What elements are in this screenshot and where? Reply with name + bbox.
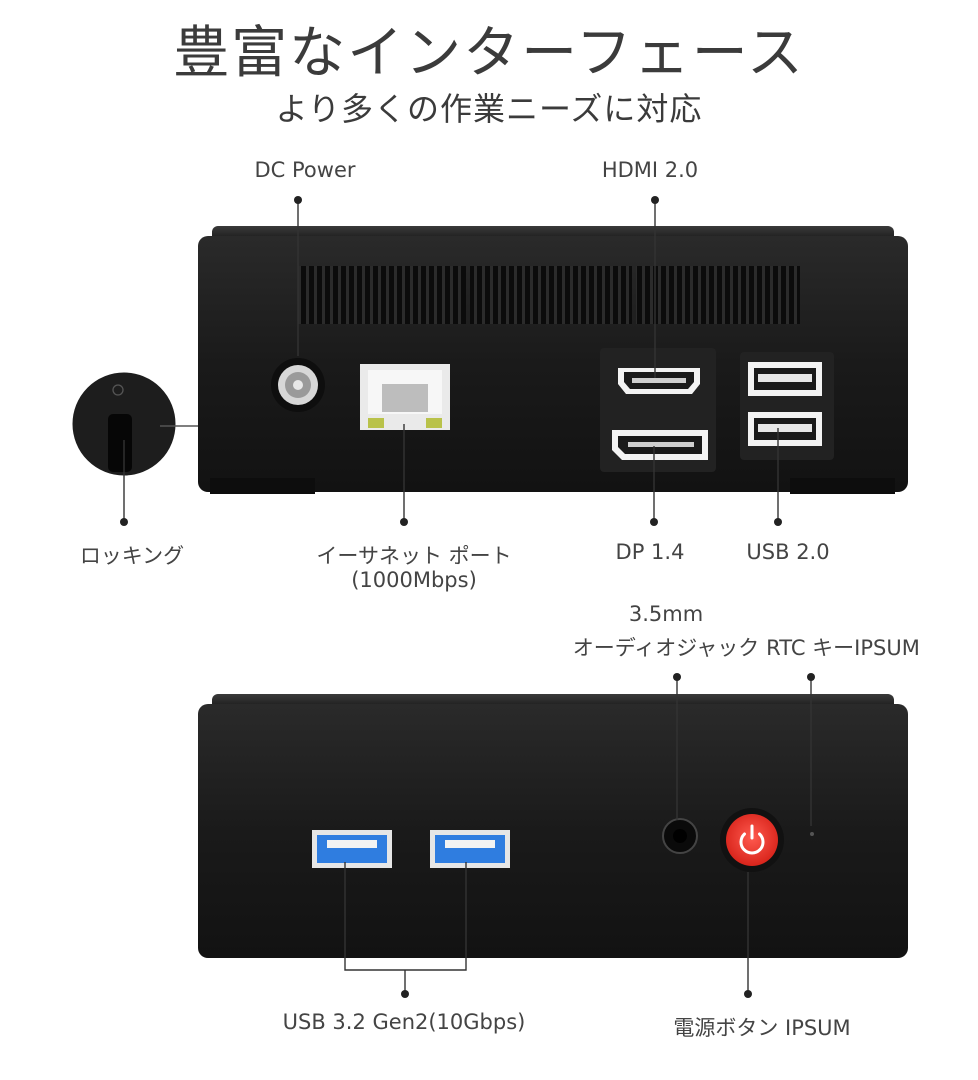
usb2-port-bottom	[748, 412, 822, 446]
callout-lines-front	[344, 673, 815, 998]
usb2-port-top	[748, 362, 822, 396]
label-usb32: USB 3.2 Gen2(10Gbps)	[282, 1010, 526, 1034]
displayport-port	[612, 430, 708, 460]
label-usb2: USB 2.0	[746, 540, 830, 564]
back-panel-device	[198, 226, 908, 494]
kensington-lock-zoom	[69, 369, 198, 479]
callout-lines-back	[120, 196, 782, 526]
label-rtc-key: RTC キーIPSUM	[766, 636, 920, 660]
page-subtitle: より多くの作業ニーズに対応	[275, 90, 703, 128]
label-ethernet: イーサネット ポート	[316, 544, 512, 568]
label-displayport: DP 1.4	[615, 540, 685, 564]
label-ethernet-speed: (1000Mbps)	[351, 568, 477, 592]
audio-jack	[662, 818, 698, 854]
label-audio-size: 3.5mm	[628, 602, 704, 626]
hdmi-port	[618, 368, 700, 394]
usb32-port-left	[312, 830, 392, 868]
label-dc-power: DC Power	[254, 158, 356, 182]
label-audio-jack: オーディオジャック	[572, 636, 760, 660]
dc-power-jack	[271, 358, 325, 412]
label-hdmi: HDMI 2.0	[601, 158, 699, 182]
label-locking: ロッキング	[79, 544, 185, 568]
page-title: 豊富なインターフェース	[173, 21, 805, 86]
air-vent	[298, 266, 800, 324]
power-button	[720, 808, 784, 872]
label-power-button: 電源ボタン IPSUM	[673, 1016, 851, 1040]
front-panel-device	[198, 694, 908, 958]
ethernet-port	[360, 364, 450, 430]
rtc-key-hole	[810, 832, 814, 836]
usb32-port-right	[430, 830, 510, 868]
